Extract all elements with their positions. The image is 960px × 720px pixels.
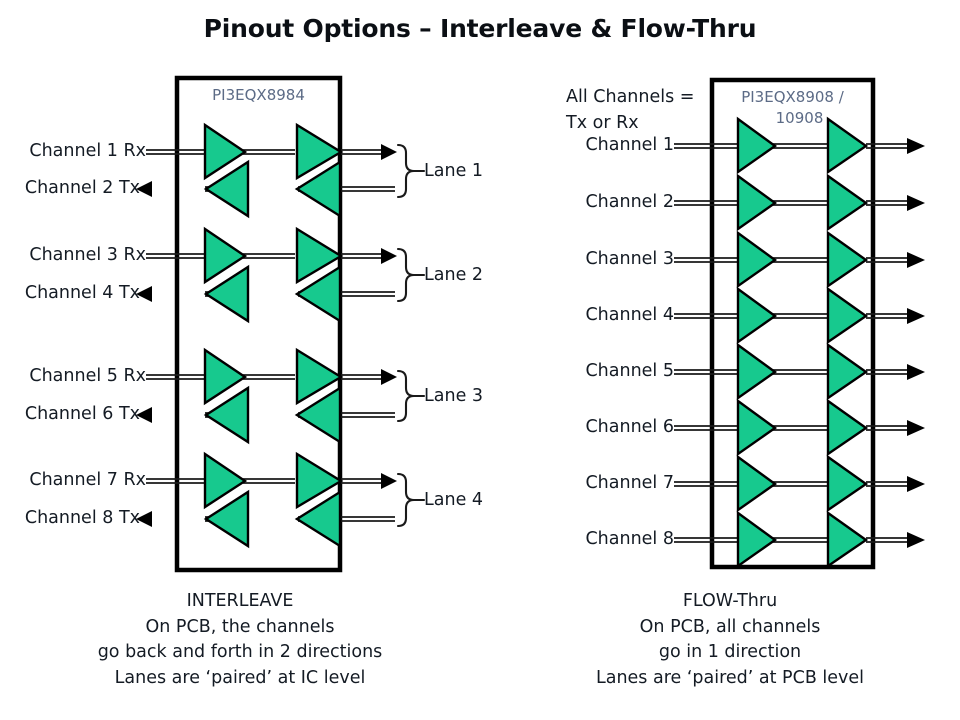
left-caption-line-4: Lanes are ‘paired’ at IC level [114, 667, 366, 688]
left-signal-traces [146, 149, 395, 522]
left-caption-line-3: go back and forth in 2 directions [97, 642, 383, 662]
right-caption-line-2: On PCB, all channels [639, 616, 821, 637]
right-signal-traces [674, 143, 908, 543]
left-channel-label-4: Channel 4 Tx [24, 283, 140, 303]
left-channel-label-6: Channel 6 Tx [24, 404, 140, 424]
right-caption-line-3: go in 1 direction [658, 642, 802, 662]
left-channel-label-7: Channel 7 Rx [29, 470, 146, 490]
right-channel-label-7: Channel 7 [585, 473, 674, 493]
left-caption-line-2: On PCB, the channels [145, 616, 335, 637]
right-channel-label-2: Channel 2 [585, 192, 674, 212]
right-chip-label-line1: PI3EQX8908 / [741, 88, 844, 106]
right-channel-label-8: Channel 8 [585, 529, 674, 549]
left-channel-label-3: Channel 3 Rx [29, 245, 146, 265]
right-caption-line-1: FLOW-Thru [682, 591, 778, 611]
page-title: Pinout Options – Interleave & Flow-Thru [203, 14, 757, 43]
left-chip-label: PI3EQX8984 [212, 86, 305, 104]
lane-label-1: Lane 1 [424, 161, 484, 181]
right-chip-label-line2: 10908 [775, 109, 824, 127]
right-buffer-amplifiers [736, 116, 869, 569]
right-caption: FLOW-Thru On PCB, all channels go in 1 d… [500, 589, 960, 691]
left-channel-label-1: Channel 1 Rx [29, 141, 146, 161]
left-channel-label-5: Channel 5 Rx [29, 366, 146, 386]
left-channel-label-2: Channel 2 Tx [24, 178, 140, 198]
right-arrowheads [907, 138, 925, 548]
right-channel-label-4: Channel 4 [585, 305, 674, 325]
right-channel-label-1: Channel 1 [585, 135, 674, 155]
right-channel-label-3: Channel 3 [585, 249, 674, 269]
left-caption: INTERLEAVE On PCB, the channels go back … [0, 589, 480, 691]
left-buffer-amplifiers [203, 122, 344, 549]
left-channel-label-8: Channel 8 Tx [24, 508, 140, 528]
right-caption-line-4: Lanes are ‘paired’ at PCB level [595, 667, 865, 688]
lane-label-2: Lane 2 [424, 265, 484, 285]
left-caption-line-1: INTERLEAVE [186, 591, 294, 611]
lane-brackets [396, 143, 426, 528]
lane-label-3: Lane 3 [424, 386, 484, 406]
all-channels-note-line2: Tx or Rx [566, 113, 639, 133]
lane-label-4: Lane 4 [424, 490, 484, 510]
right-channel-label-5: Channel 5 [585, 361, 674, 381]
left-arrowheads [136, 144, 397, 527]
all-channels-note-line1: All Channels = [566, 87, 695, 107]
right-channel-label-6: Channel 6 [585, 417, 674, 437]
